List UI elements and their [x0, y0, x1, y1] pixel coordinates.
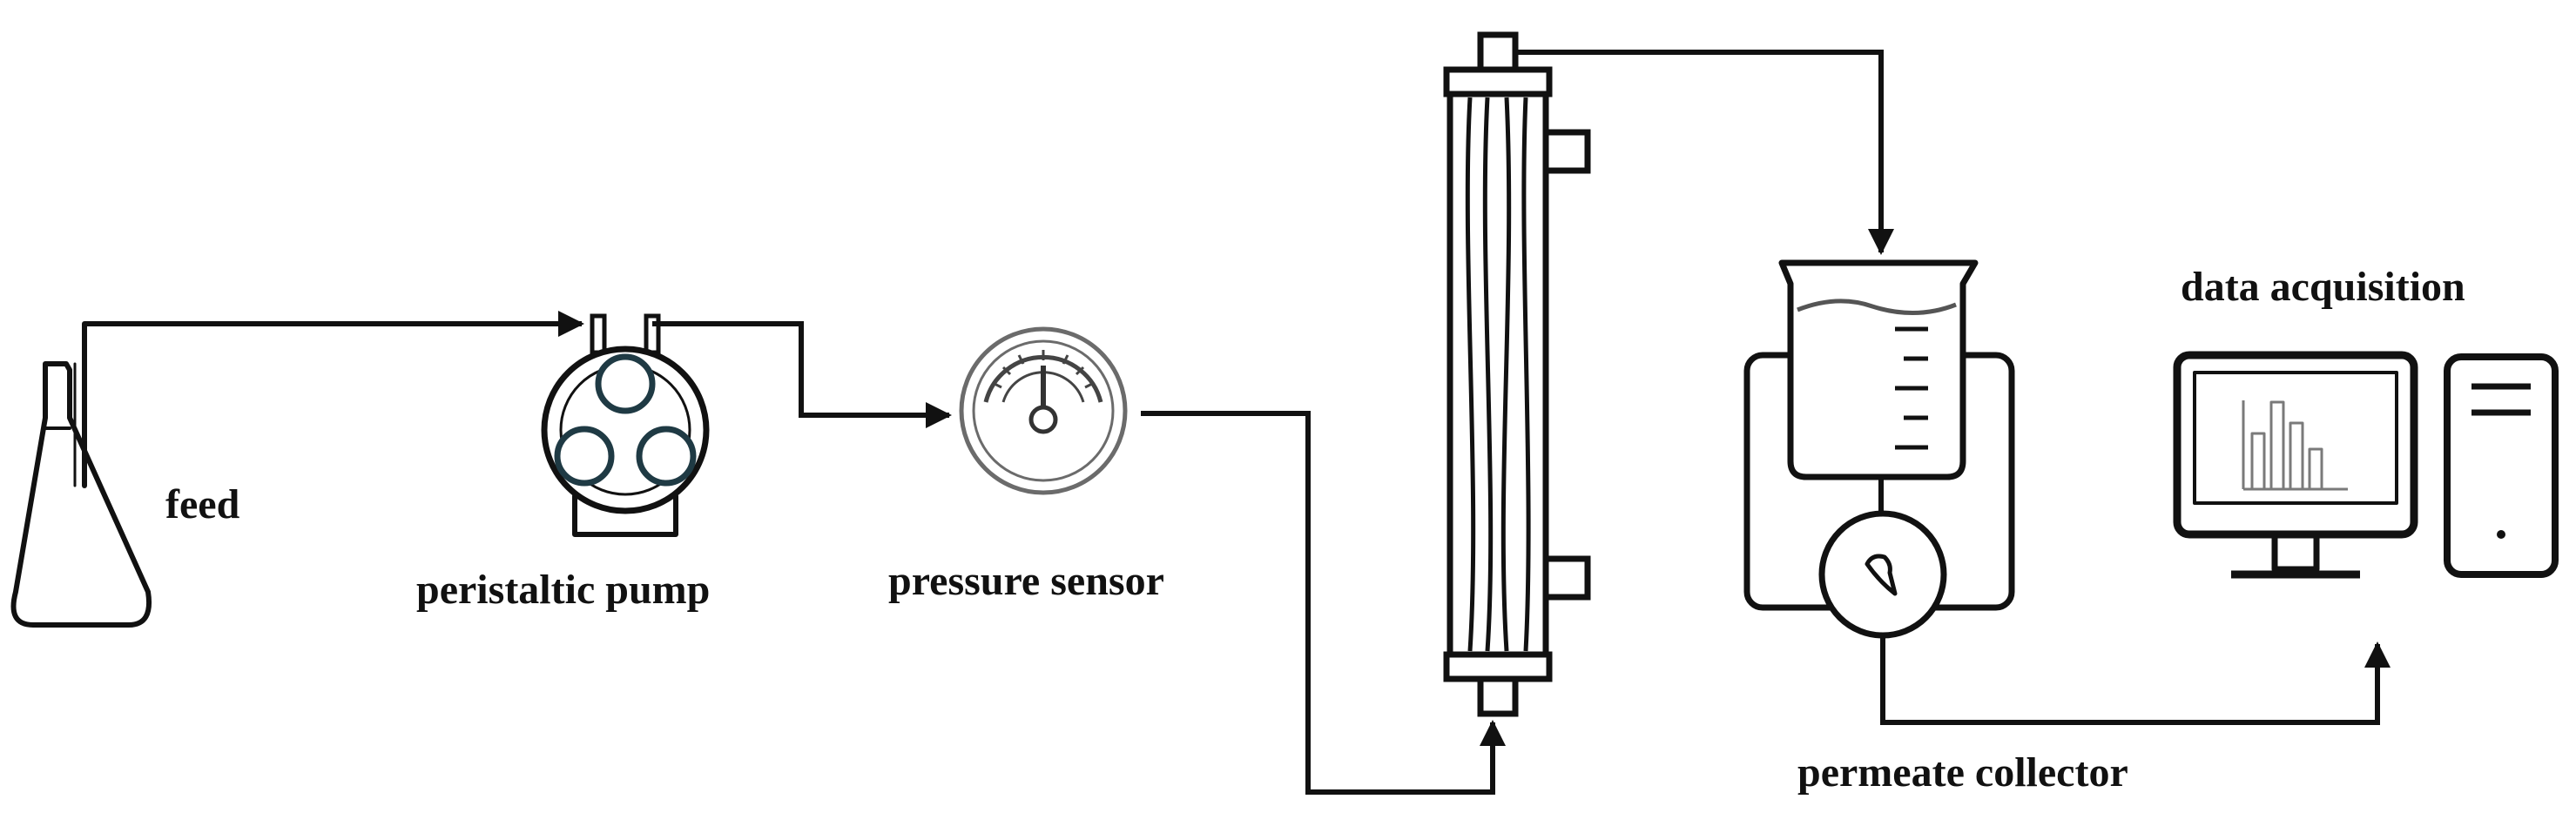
- beaker-icon: [1778, 259, 1979, 514]
- beaker-liquid-surface: [1797, 299, 1957, 315]
- tower-power-light: [2497, 530, 2505, 539]
- membrane-module-icon: [1443, 31, 1591, 717]
- peristaltic-pump-icon: [541, 313, 710, 537]
- pump-port-in: [590, 313, 607, 355]
- tower-case: [2444, 353, 2559, 578]
- module-shell: [1446, 91, 1549, 658]
- monitor-screen: [2193, 371, 2398, 505]
- chart-bar-3: [2289, 421, 2304, 491]
- label-pressure-sensor: pressure sensor: [888, 558, 1164, 604]
- beaker-outline: [1778, 259, 1979, 480]
- monitor-frame: [2173, 351, 2418, 539]
- module-top-port: [1477, 31, 1519, 73]
- monitor-neck: [2271, 531, 2320, 573]
- flask-body: [10, 361, 152, 628]
- gauge-hub: [1028, 405, 1058, 434]
- module-bottom-cap: [1443, 651, 1553, 682]
- beaker-graduations: [1895, 326, 1928, 450]
- label-data-acquisition: data acquisition: [2181, 264, 2465, 310]
- label-feed: feed: [165, 481, 240, 527]
- pump-roller-right: [636, 426, 697, 487]
- pressure-gauge-icon: [959, 326, 1128, 495]
- membrane-fibers: [1465, 97, 1531, 652]
- chart-bar-4: [2308, 447, 2323, 491]
- module-to-beaker-line: [1515, 50, 1894, 255]
- pump-roller-top: [595, 353, 656, 414]
- feed-flask: [10, 321, 152, 628]
- balance-icon: [1743, 352, 2015, 639]
- label-permeate-collector: permeate collector: [1797, 749, 2128, 796]
- sensor-to-module-line: [1141, 411, 1506, 795]
- computer-tower-icon: [2444, 353, 2559, 578]
- gauge-ticks: [992, 350, 1095, 389]
- collector-to-daq-line: [1880, 635, 2391, 725]
- module-side-port-lower: [1542, 555, 1591, 601]
- label-peristaltic-pump: peristaltic pump: [416, 567, 711, 613]
- pump-roller-left: [554, 426, 615, 487]
- bar-chart-icon: [2242, 400, 2348, 491]
- pump-to-sensor-line: [652, 321, 952, 428]
- monitor-icon: [2173, 351, 2418, 579]
- chart-bar-1: [2250, 432, 2266, 491]
- balance-dial-pointer: [1865, 554, 1898, 596]
- module-bottom-port: [1477, 675, 1519, 717]
- module-side-port-upper: [1542, 129, 1591, 174]
- balance-dial: [1818, 510, 1947, 639]
- chart-bar-2: [2269, 400, 2285, 491]
- module-top-cap: [1443, 66, 1553, 97]
